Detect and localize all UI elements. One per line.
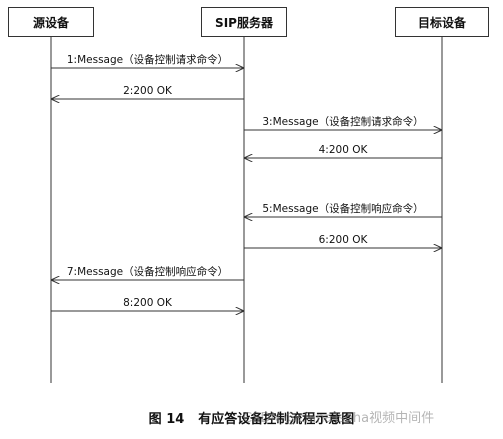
message-7: 7:Message（设备控制响应命令） xyxy=(51,265,244,280)
message-4: 4:200 OK xyxy=(244,144,442,158)
message-label-2: 2:200 OK xyxy=(123,85,173,97)
message-label-1: 1:Message（设备控制请求命令） xyxy=(67,53,228,66)
message-3: 3:Message（设备控制请求命令） xyxy=(244,115,442,130)
message-label-4: 4:200 OK xyxy=(319,144,369,156)
participant-sip-server: SIP服务器 xyxy=(201,7,287,37)
figure-title: 有应答设备控制流程示意图 xyxy=(198,412,355,427)
message-2: 2:200 OK xyxy=(51,85,244,99)
participant-target-device: 目标设备 xyxy=(395,7,489,37)
message-5: 5:Message（设备控制响应命令） xyxy=(244,202,442,217)
message-6: 6:200 OK xyxy=(244,234,442,248)
watermark-text: CSDN @chinaTsoha视频中间件 xyxy=(243,411,435,426)
participant-source-device: 源设备 xyxy=(8,7,94,37)
message-label-8: 8:200 OK xyxy=(123,297,173,309)
figure-caption: 图 14 有应答设备控制流程示意图 xyxy=(0,408,503,427)
message-1: 1:Message（设备控制请求命令） xyxy=(51,53,244,68)
message-label-6: 6:200 OK xyxy=(319,234,369,246)
figure-number: 图 14 xyxy=(148,412,185,427)
message-label-3: 3:Message（设备控制请求命令） xyxy=(262,115,423,128)
message-label-7: 7:Message（设备控制响应命令） xyxy=(67,265,228,278)
message-label-5: 5:Message（设备控制响应命令） xyxy=(262,202,423,215)
message-8: 8:200 OK xyxy=(51,297,244,311)
